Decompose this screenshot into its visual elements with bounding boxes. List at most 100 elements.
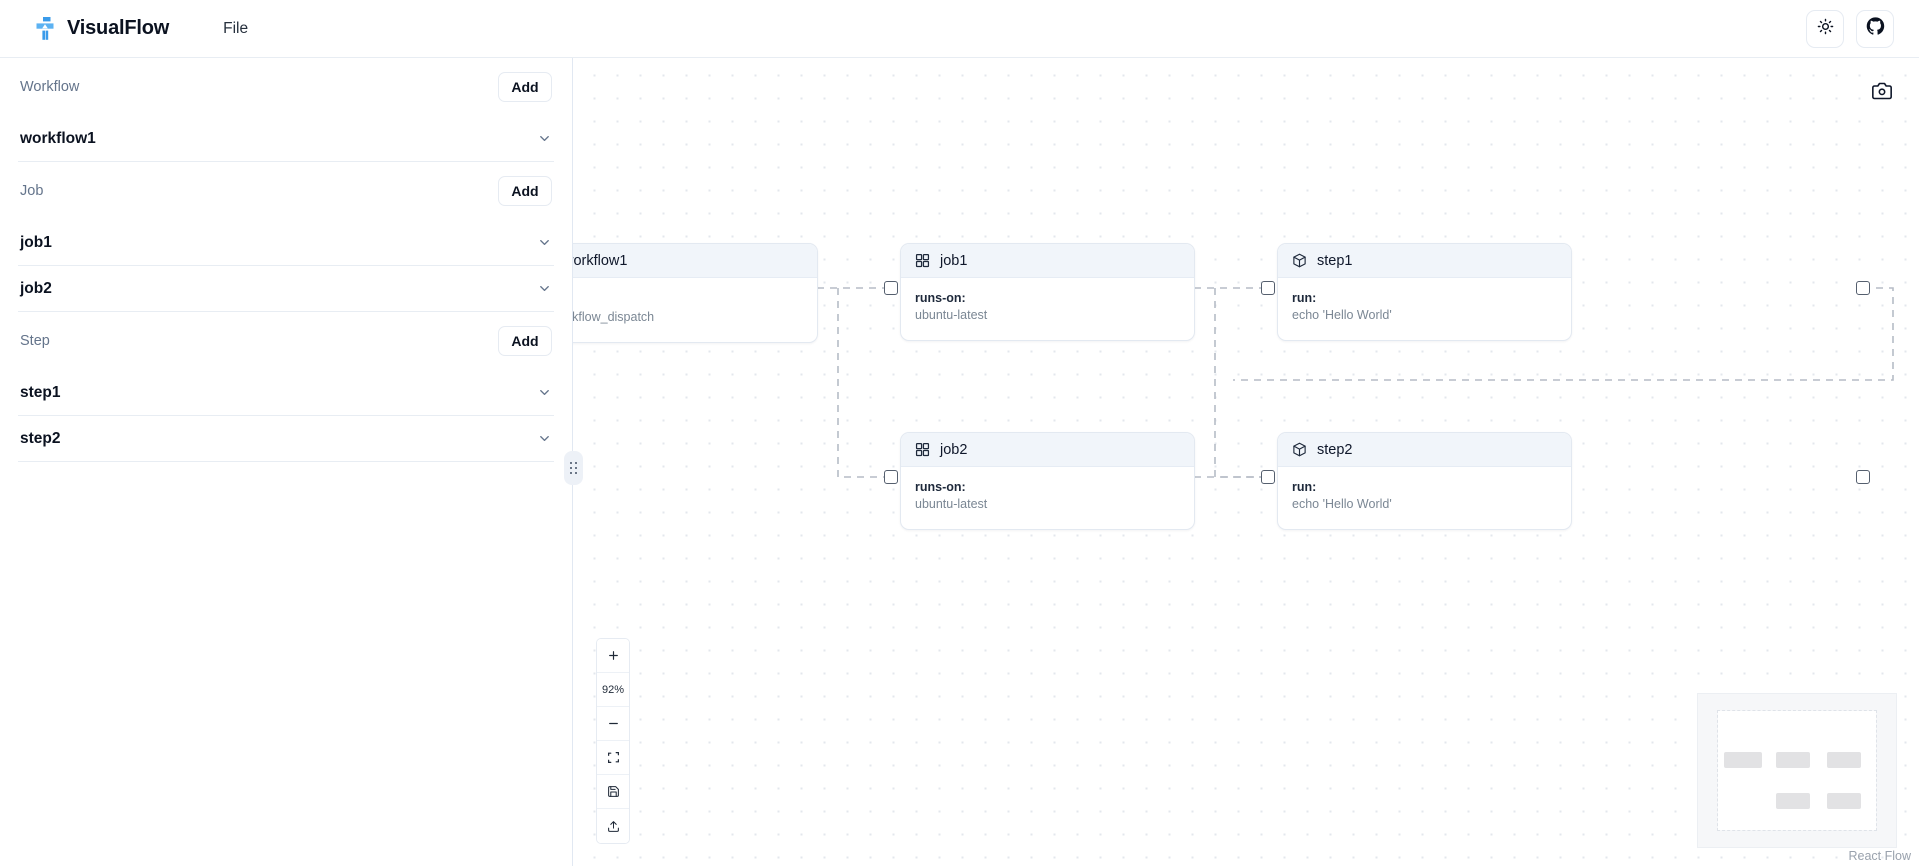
node-key: runs-on: [915, 480, 966, 494]
brand: VisualFlow [34, 16, 170, 41]
fit-view-button[interactable] [597, 741, 629, 775]
zoom-in-button[interactable] [597, 639, 629, 673]
topbar-actions [1806, 9, 1894, 48]
node-body: run: echo 'Hello World' [1278, 278, 1571, 340]
chevron-down-icon[interactable] [536, 131, 552, 147]
sidebar-item-workflow1[interactable]: workflow1 [18, 116, 554, 162]
add-step-button[interactable]: Add [498, 326, 552, 356]
sidebar-section-workflow: Workflow Add [18, 58, 554, 116]
node-header: step1 [1278, 244, 1571, 278]
edge-workflow1-job2 [837, 288, 891, 478]
cube-icon [1292, 253, 1307, 268]
node-key: run: [1292, 291, 1317, 305]
sidebar-item-step1[interactable]: step1 [18, 370, 554, 416]
node-key: runs-on: [915, 291, 966, 305]
section-title-job: Job [20, 183, 44, 199]
sidebar-item-label: job2 [20, 279, 52, 297]
node-value: echo 'Hello World' [1292, 496, 1392, 511]
handle-step1-source-left[interactable] [1261, 281, 1275, 295]
node-header: job2 [901, 433, 1194, 467]
sidebar-item-job1[interactable]: job1 [18, 220, 554, 266]
sidebar-item-label: step1 [20, 383, 61, 401]
node-body: runs-on: ubuntu-latest [901, 467, 1194, 529]
grid-squares-icon [915, 442, 930, 457]
camera-icon [1872, 81, 1892, 106]
section-title-workflow: Workflow [20, 79, 80, 95]
theme-toggle-button[interactable] [1806, 9, 1844, 48]
minimap-node [1827, 793, 1861, 809]
node-value: ubuntu-latest [915, 307, 988, 322]
grid-squares-icon [915, 253, 930, 268]
node-key: on: [573, 290, 803, 307]
sun-icon [1817, 18, 1834, 40]
export-button[interactable] [597, 809, 629, 843]
cube-icon [1292, 442, 1307, 457]
plus-icon [607, 649, 620, 662]
add-workflow-button[interactable]: Add [498, 72, 552, 102]
sidebar-resize-handle[interactable] [562, 450, 584, 486]
node-title: job2 [940, 441, 968, 458]
node-title: workflow1 [573, 252, 628, 269]
sidebar: Workflow Add workflow1 Job Add job1 job2 [0, 58, 573, 866]
top-bar: VisualFlow File [0, 0, 1919, 58]
sidebar-section-step: Step Add [18, 312, 554, 370]
chevron-down-icon[interactable] [536, 235, 552, 251]
chevron-down-icon[interactable] [536, 385, 552, 401]
minimap-node [1827, 752, 1861, 768]
sidebar-item-job2[interactable]: job2 [18, 266, 554, 312]
handle-job1-source-left[interactable] [884, 281, 898, 295]
sidebar-item-label: job1 [20, 233, 52, 251]
menu-file[interactable]: File [223, 19, 249, 37]
node-value: echo 'Hello World' [1292, 307, 1392, 322]
node-title: step2 [1317, 441, 1353, 458]
zoom-out-button[interactable] [597, 707, 629, 741]
handle-step2-source-left[interactable] [1261, 470, 1275, 484]
screenshot-button[interactable] [1869, 80, 1895, 106]
node-title: step1 [1317, 252, 1353, 269]
node-title: job1 [940, 252, 968, 269]
handle-step2-target-right[interactable] [1856, 470, 1870, 484]
chevron-down-icon[interactable] [536, 431, 552, 447]
workflow-logo-icon [34, 16, 56, 41]
node-step2[interactable]: step2 run: echo 'Hello World' [1277, 432, 1572, 530]
node-body: run: echo 'Hello World' [1278, 467, 1571, 529]
edge-job1-step2 [1214, 288, 1268, 478]
minimap-viewport[interactable] [1717, 710, 1877, 831]
minus-icon [607, 717, 620, 730]
node-body: on: workflow_dispatch [573, 278, 817, 342]
handle-step1-target-right[interactable] [1856, 281, 1870, 295]
node-job1[interactable]: job1 runs-on: ubuntu-latest [900, 243, 1195, 341]
node-job2[interactable]: job2 runs-on: ubuntu-latest [900, 432, 1195, 530]
minimap-node [1724, 752, 1762, 768]
upload-icon [607, 820, 620, 833]
fit-view-icon [607, 751, 620, 764]
node-header: step2 [1278, 433, 1571, 467]
node-workflow1[interactable]: workflow1 on: workflow_dispatch [573, 243, 818, 344]
github-link-button[interactable] [1856, 9, 1894, 48]
handle-job2-source-left[interactable] [884, 470, 898, 484]
minimap[interactable] [1697, 693, 1897, 848]
node-step1[interactable]: step1 run: echo 'Hello World' [1277, 243, 1572, 341]
minimap-node [1776, 793, 1810, 809]
node-body: runs-on: ubuntu-latest [901, 278, 1194, 340]
brand-name: VisualFlow [67, 17, 170, 39]
sidebar-item-label: step2 [20, 429, 61, 447]
zoom-controls: 92% [596, 638, 630, 844]
minimap-node [1776, 752, 1810, 768]
list-item: workflow_dispatch [573, 309, 803, 327]
zoom-level-label: 92% [597, 673, 629, 707]
node-value: ubuntu-latest [915, 496, 988, 511]
chevron-down-icon[interactable] [536, 281, 552, 297]
section-title-step: Step [20, 333, 50, 349]
node-value-list: workflow_dispatch [573, 309, 803, 327]
add-job-button[interactable]: Add [498, 176, 552, 206]
github-icon [1866, 16, 1885, 41]
sidebar-section-job: Job Add [18, 162, 554, 220]
save-button[interactable] [597, 775, 629, 809]
react-flow-attribution[interactable]: React Flow [1848, 849, 1911, 863]
sidebar-item-step2[interactable]: step2 [18, 416, 554, 462]
flow-canvas[interactable]: workflow1 on: workflow_dispatch job1 run… [573, 58, 1919, 866]
sidebar-item-label: workflow1 [20, 129, 96, 147]
grip-dots-icon [569, 462, 577, 474]
node-header: job1 [901, 244, 1194, 278]
